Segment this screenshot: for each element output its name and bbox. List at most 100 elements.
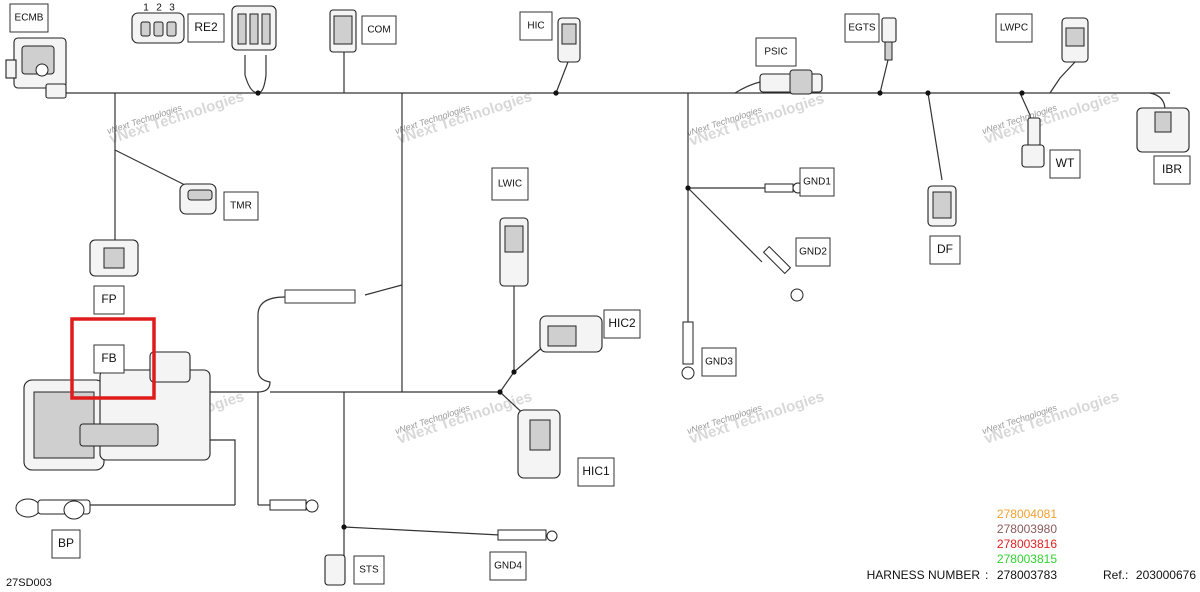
harness-number-sep: : (985, 568, 988, 582)
label-fb: FB (93, 344, 125, 374)
watermark: vNext Technologies vNext Technologies (686, 388, 827, 448)
svg-text:GND4: GND4 (494, 561, 522, 572)
egts-wire (879, 59, 889, 94)
wires (48, 52, 1170, 560)
label-gnd3: GND3 (701, 347, 737, 377)
watermark-line2: vNext Technologies (395, 388, 534, 448)
svg-text:IBR: IBR (1162, 162, 1182, 176)
watermark-line2: vNext Technologies (687, 90, 826, 150)
re2-wire-b (257, 55, 267, 94)
svg-text:PSIC: PSIC (764, 47, 787, 58)
part-numbers: 278004081 278003980 278003816 278003815 (997, 507, 1057, 566)
svg-text:GND2: GND2 (799, 247, 827, 258)
part-number: 278003816 (997, 537, 1057, 551)
part-number: 278003980 (997, 522, 1057, 536)
label-hic: HIC (519, 11, 553, 41)
svg-text:GND3: GND3 (705, 357, 733, 368)
junction-dot (925, 90, 931, 96)
watermark: vNext Technologies vNext Technologies (981, 388, 1122, 448)
tmr-connector (179, 183, 217, 215)
svg-text:COM: COM (367, 25, 390, 36)
watermark-line2: vNext Technologies (687, 388, 826, 448)
watermark-line2: vNext Technologies (982, 388, 1121, 448)
part-number: 278003815 (997, 552, 1057, 566)
watermark-line2: vNext Technologies (395, 88, 534, 148)
watermark: vNext Technologies vNext Technologies (686, 90, 827, 150)
svg-text:GND1: GND1 (803, 177, 831, 188)
label-lwpc: LWPC (995, 13, 1033, 43)
watermark: vNext Technologies vNext Technologies (394, 388, 535, 448)
psic-wire (734, 81, 761, 94)
svg-text:FB: FB (101, 351, 116, 365)
gnd4-terminal (497, 529, 558, 542)
junction-dot (341, 524, 347, 530)
lwpc-wire (1049, 61, 1076, 94)
label-re2: RE2 (187, 13, 225, 43)
label-hic1: HIC1 (577, 457, 615, 487)
hic-connector (557, 17, 581, 63)
junction-dot (497, 389, 503, 395)
label-com: COM (361, 15, 397, 45)
svg-text:LWIC: LWIC (498, 179, 522, 190)
re2-connector (131, 12, 185, 44)
harness-number-label: HARNESS NUMBER (867, 568, 981, 582)
psic-connector (759, 69, 823, 95)
bp-wire (205, 439, 236, 505)
svg-text:LWPC: LWPC (1000, 23, 1028, 34)
label-ecmb: ECMB (9, 3, 49, 33)
hic2-wire (513, 344, 546, 373)
junction-dot (255, 90, 261, 96)
re2-wire (244, 55, 259, 94)
reference-sep: : (1125, 568, 1128, 582)
lwic-connector (499, 217, 529, 287)
sts-connector (324, 554, 346, 586)
svg-text:HIC1: HIC1 (582, 464, 610, 478)
svg-text:HIC: HIC (527, 21, 544, 32)
gnd3-terminal (681, 321, 695, 380)
svg-text:HIC2: HIC2 (608, 316, 636, 330)
wt-connector (1021, 117, 1045, 168)
junction-dot (877, 90, 883, 96)
re2-pin-numbers: 1 2 3 (143, 3, 175, 14)
svg-text:WT: WT (1056, 156, 1075, 170)
label-wt: WT (1049, 149, 1081, 179)
label-psic: PSIC (755, 37, 797, 67)
label-bp: BP (51, 529, 81, 559)
hic1-connector (517, 409, 561, 479)
gnd1-terminal (764, 182, 804, 194)
fb-highlight-box (70, 317, 156, 400)
df-connector (927, 185, 957, 227)
lwpc-connector (1061, 17, 1089, 63)
fp-connector (89, 239, 139, 277)
svg-text:ECMB: ECMB (15, 13, 44, 24)
watermark-line2: vNext Technologies (982, 88, 1121, 148)
ring-terminal (269, 499, 319, 513)
bp-terminal (15, 498, 91, 520)
svg-text:BP: BP (58, 536, 74, 550)
watermark-line2: vNext Technologies (107, 88, 246, 148)
pin-number: 2 (156, 3, 162, 14)
gnd2-terminal (762, 245, 804, 302)
junction-dot (1019, 90, 1025, 96)
df-wire (927, 92, 943, 181)
label-hic2: HIC2 (603, 309, 641, 339)
part-number: 278004081 (997, 507, 1057, 521)
label-tmr: TMR (223, 191, 259, 221)
reference: Ref. : 203000676 (1103, 568, 1196, 582)
label-lwic: LWIC (491, 167, 529, 201)
ibr-connector (1136, 107, 1190, 153)
pin-number: 3 (169, 3, 175, 14)
junction-dot (553, 90, 559, 96)
reference-label: Ref. (1103, 568, 1125, 582)
gnd2-wire (687, 187, 763, 263)
label-gnd1: GND1 (799, 167, 835, 197)
diag-wire (364, 284, 403, 296)
com-connector (329, 9, 357, 53)
harness-number-value: 278003783 (997, 568, 1057, 582)
junction-dot (685, 185, 691, 191)
label-gnd4: GND4 (489, 551, 527, 581)
egts-connector (881, 17, 897, 61)
harness-number: HARNESS NUMBER : 278003783 (867, 568, 1058, 582)
junction-wire (499, 371, 515, 393)
